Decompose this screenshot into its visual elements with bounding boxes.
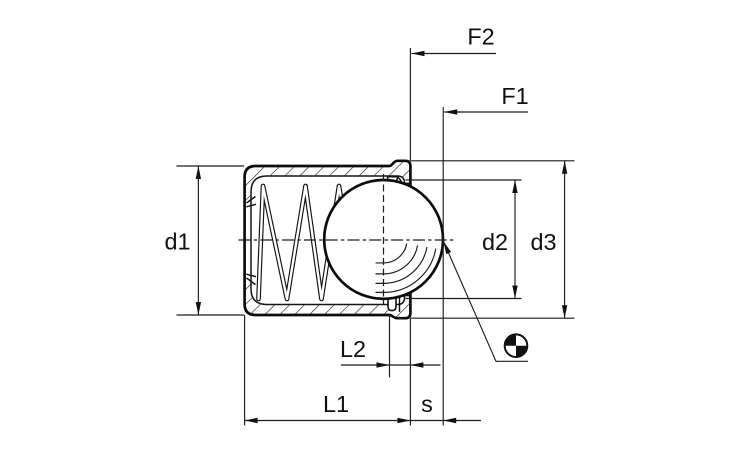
svg-text:F1: F1 [501,83,528,109]
svg-text:L2: L2 [340,336,366,362]
svg-text:L1: L1 [323,391,349,417]
svg-text:d2: d2 [482,229,508,255]
svg-text:F2: F2 [467,24,494,50]
svg-text:d3: d3 [530,229,556,255]
svg-text:d1: d1 [164,229,190,255]
svg-text:s: s [421,391,433,417]
